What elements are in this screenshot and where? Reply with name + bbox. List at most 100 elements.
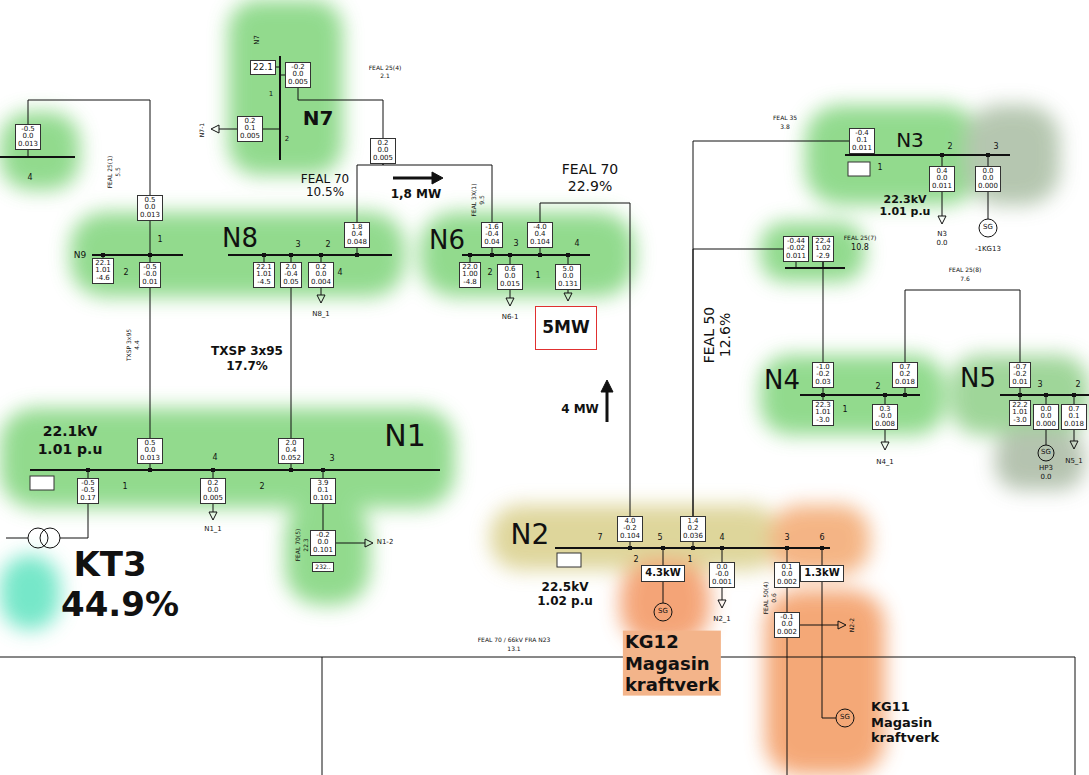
annotation-label: N4_1 [876,459,894,467]
value-box: -0.50.00.013 [15,124,41,150]
value-text: -0.4 [283,271,299,278]
annotation-label: 4 [574,240,579,249]
bus-name: KG12 Magasin kraftverk [623,631,721,696]
bus-name: N8 [222,224,258,253]
value-text: 0.01 [1012,379,1028,386]
annotation-label: 3 [295,241,300,250]
annotation-label: 1 [842,406,847,415]
value-text: 0.052 [281,455,301,462]
line-connector [905,290,1020,362]
value-box: 0.40.00.011 [929,166,955,192]
annotation-label: 4 [212,454,217,463]
annotation-label: 22.5kV [542,581,589,594]
value-box: 22.01.00-4.8 [459,262,481,288]
value-text: -0.2 [288,64,308,71]
line-connector [787,588,788,612]
annotation-label: 4.4 [134,340,141,350]
value-text: -0.2 [313,532,333,539]
value-text: 1.01 [1012,409,1028,416]
value-text: 232.. [315,564,330,570]
value-text: 0.013 [140,455,160,462]
value-text: 0.0 [712,564,732,571]
value-text: 0.0 [500,273,520,280]
value-text: 0.0 [288,71,308,78]
value-text: 1.00 [462,271,478,278]
annotation-label: 1 [687,556,692,565]
annotation-label: FEAL 25(7) [844,235,877,242]
annotation-label: 5.5 [115,167,122,177]
value-text: -0.5 [80,487,96,494]
annotation-label: FEAL 25(4) [369,65,402,72]
annotation-label: 2 [259,483,264,492]
value-text: 0.131 [558,281,578,288]
value-text: -0.5 [142,264,158,271]
annotation-label: TXSP 3x95 [126,329,133,361]
value-text: 3.9 [313,480,333,487]
annotation-label: N5_1 [1065,458,1083,466]
value-text: 4.0 [620,518,640,525]
annotation-label: 0.0 [1040,474,1051,482]
value-box: 0.20.00.005 [200,478,226,504]
value-text: 0.0 [140,204,160,211]
value-text: 2.0 [281,440,301,447]
value-text: 0.000 [1036,421,1056,428]
annotation-label: N9 [74,251,86,261]
bus-name: N6 [429,226,465,255]
annotation-label: 3.8 [780,124,790,131]
value-box: -0.20.00.101 [310,530,336,556]
value-box: 0.20.10.005 [237,116,263,142]
annotation-label: 4 [719,534,724,543]
bus-name: N4 [764,366,800,395]
value-text: 0.002 [777,629,797,636]
value-text: 0.0 [1036,406,1056,413]
value-text: 0.013 [140,212,160,219]
annotation-label: 2 [285,136,289,144]
annotation-label: 10.5% [306,186,344,199]
value-text: 0.001 [712,579,732,586]
annotation-label: 3 [1037,381,1042,390]
value-box: 22.11.01-4.5 [253,262,275,288]
value-box: 1.3kW [800,565,843,582]
annotation-label: 4 MW [561,403,599,416]
value-text: 0.018 [895,379,915,386]
value-text: 0.17 [80,495,96,502]
line-connector [298,88,383,138]
value-text: 0.0 [777,621,797,628]
value-box: 0.00.00.000 [975,166,1001,192]
value-text: -4.0 [530,224,550,231]
value-box: 22.11.01-4.6 [92,258,114,284]
annotation-label: 3 [513,240,518,249]
value-text: 0.005 [203,495,223,502]
value-text: 0.5 [140,197,160,204]
value-box: 232.. [312,562,333,572]
value-text: 0.4 [347,231,367,238]
value-text: 0.05 [283,279,299,286]
value-text: 22.1 [253,63,273,72]
value-text: -4.5 [256,279,272,286]
value-text: 0.0 [1036,413,1056,420]
value-text: -0.02 [786,245,806,252]
annotation-label: 22.3 [303,538,310,551]
value-text: 0.3 [875,406,895,413]
bus-name: N3 [896,129,924,151]
value-text: 0.104 [530,239,550,246]
line-connector [540,203,630,516]
value-text: 1.4 [683,518,703,525]
value-box: 0.70.10.018 [1061,404,1087,430]
annotation-label: HP3 [1039,465,1053,473]
annotation-label: FEAL 3X(1) [471,183,478,216]
bus-name: KT3 [73,546,146,583]
value-text: 0.000 [978,183,998,190]
value-text: 0.7 [895,364,915,371]
value-box: 1.80.40.048 [344,222,370,248]
annotation-label: 3 [784,534,789,543]
value-text: 0.7 [1064,406,1084,413]
value-text: 0.4 [530,231,550,238]
annotation-label: N1_1 [204,526,222,534]
value-text: 0.0 [558,273,578,280]
annotation-label: 1 [157,236,162,245]
annotation-label: FEAL 50 [702,307,717,364]
value-text: 0.1 [240,125,260,132]
value-text: 0.013 [18,141,38,148]
line-connector [291,288,292,438]
